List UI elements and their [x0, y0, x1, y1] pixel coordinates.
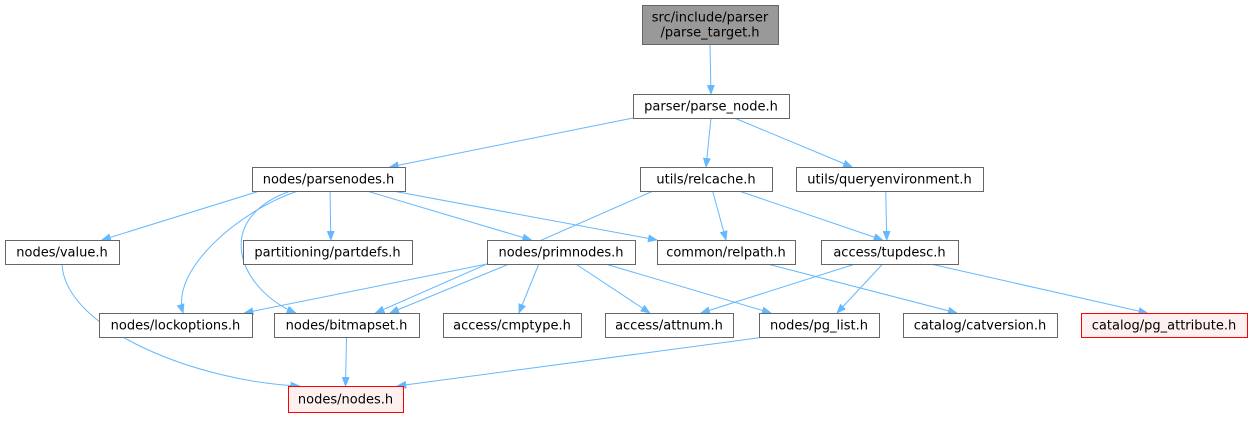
node-bitmapset[interactable]: nodes/bitmapset.h: [274, 313, 420, 338]
node-box: [903, 313, 1058, 338]
node-label: catalog/pg_attribute.h: [1092, 319, 1236, 334]
node-box: [288, 386, 404, 413]
node-label: parser/parse_node.h: [644, 100, 778, 115]
edge-pg_list-to-nodes: [396, 336, 766, 389]
node-label: access/tupdesc.h: [833, 246, 945, 261]
edge-tupdesc-to-pg_list: [836, 263, 884, 314]
edge-root-to-parse_node: [706, 43, 715, 95]
node-catversion[interactable]: catalog/catversion.h: [903, 313, 1058, 338]
edge-parsenodes-to-partdefs: [326, 190, 335, 241]
node-box: [243, 240, 413, 265]
edge-primnodes-to-bitmapset: [389, 263, 510, 314]
node-label: catalog/catversion.h: [914, 319, 1047, 334]
node-queryenv[interactable]: utils/queryenvironment.h: [796, 167, 984, 192]
node-box: [796, 167, 984, 192]
node-relpath[interactable]: common/relpath.h: [657, 240, 796, 265]
edge-tupdesc-to-attnum: [700, 263, 856, 315]
node-box: [821, 240, 959, 265]
node-box: [443, 313, 582, 338]
edge-parsenodes-to-relpath: [392, 190, 658, 243]
node-box: [633, 94, 790, 119]
node-cmptype[interactable]: access/cmptype.h: [443, 313, 582, 338]
node-value[interactable]: nodes/value.h: [5, 240, 120, 265]
node-parse_node[interactable]: parser/parse_node.h: [633, 94, 790, 119]
node-attnum[interactable]: access/attnum.h: [605, 313, 734, 338]
edge-parse_node-to-parsenodes: [388, 117, 634, 170]
edge-parsenodes-to-bitmapset: [240, 190, 297, 314]
node-primnodes[interactable]: nodes/primnodes.h: [487, 240, 636, 265]
node-nodes[interactable]: nodes/nodes.h: [288, 386, 404, 413]
node-box: [642, 5, 779, 45]
node-label: nodes/parsenodes.h: [263, 173, 395, 188]
node-pg_list[interactable]: nodes/pg_list.h: [759, 313, 880, 338]
node-label: nodes/bitmapset.h: [286, 319, 408, 334]
node-box: [759, 313, 880, 338]
node-label: src/include/parser: [652, 11, 769, 26]
node-box: [605, 313, 734, 338]
edge-queryenv-to-tupdesc: [882, 190, 891, 241]
edge-parsenodes-to-value: [100, 190, 260, 242]
node-label: nodes/value.h: [16, 246, 107, 261]
node-label: nodes/lockoptions.h: [111, 319, 241, 334]
edge-primnodes-to-pg_list: [605, 263, 772, 315]
edge-tupdesc-to-pg_attribute: [930, 263, 1149, 315]
edge-parsenodes-to-lockoptions: [176, 190, 299, 314]
node-box: [487, 240, 636, 265]
node-label: /parse_target.h: [660, 26, 759, 41]
edge-primnodes-to-lockoptions: [243, 263, 488, 316]
node-lockoptions[interactable]: nodes/lockoptions.h: [99, 313, 253, 338]
node-box: [657, 240, 796, 265]
node-parsenodes[interactable]: nodes/parsenodes.h: [252, 167, 406, 192]
node-box: [99, 313, 253, 338]
node-root[interactable]: src/include/parser/parse_target.h: [642, 5, 779, 45]
edge-relcache-to-tupdesc: [738, 190, 884, 241]
node-box: [1081, 313, 1248, 338]
edge-parse_node-to-relcache: [702, 117, 712, 168]
edge-parse_node-to-queryenv: [734, 117, 854, 168]
node-box: [5, 240, 120, 265]
edge-primnodes-to-attnum: [575, 263, 651, 314]
edge-relcache-to-relpath: [712, 190, 728, 241]
edge-parsenodes-to-primnodes: [366, 190, 533, 242]
edge-bitmapset-to-nodes: [341, 336, 350, 387]
node-label: common/relpath.h: [666, 246, 786, 261]
node-label: access/cmptype.h: [453, 319, 571, 334]
edge-value-to-nodes: [61, 263, 301, 390]
node-partdefs[interactable]: partitioning/partdefs.h: [243, 240, 413, 265]
node-tupdesc[interactable]: access/tupdesc.h: [821, 240, 959, 265]
node-label: nodes/nodes.h: [298, 393, 393, 408]
node-box: [640, 167, 773, 192]
node-label: nodes/pg_list.h: [770, 319, 868, 334]
node-box: [252, 167, 406, 192]
node-label: utils/relcache.h: [656, 173, 755, 188]
node-label: nodes/primnodes.h: [498, 246, 623, 261]
node-label: access/attnum.h: [615, 319, 723, 334]
edge-relpath-to-catversion: [767, 263, 958, 315]
node-label: partitioning/partdefs.h: [254, 246, 400, 261]
nodes-layer: src/include/parser/parse_target.h parser/…: [5, 5, 1248, 413]
node-pg_attribute[interactable]: catalog/pg_attribute.h: [1081, 313, 1248, 338]
edge-primnodes-to-cmptype: [518, 263, 540, 314]
node-box: [274, 313, 420, 338]
node-label: utils/queryenvironment.h: [807, 173, 971, 188]
node-relcache[interactable]: utils/relcache.h: [640, 167, 773, 192]
